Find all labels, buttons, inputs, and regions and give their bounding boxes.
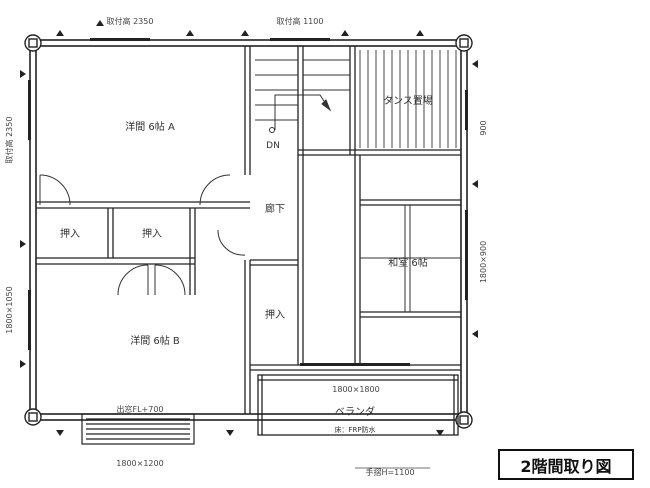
dim-right-upper: 900: [479, 120, 488, 135]
bay-window: [81, 413, 195, 445]
plan-title: 2階間取り図: [520, 456, 612, 476]
dim-top-mid: 取付高 1100: [277, 16, 324, 26]
dim-left-upper: 取付高 2350: [4, 117, 14, 164]
room-label-japanese: 和室 6帖: [388, 256, 428, 269]
room-label-closet-2: 押入: [142, 227, 162, 240]
stairs-dn-label: DN: [266, 141, 280, 151]
dim-top-left: 取付高 2350: [107, 16, 154, 26]
corner-columns: [24, 34, 473, 429]
stairs: [255, 59, 350, 133]
room-label-storage: タンス置場: [383, 94, 433, 107]
window-marks: [28, 38, 468, 366]
veranda: [257, 374, 459, 436]
room-label-western-a: 洋間 6帖 A: [125, 120, 175, 133]
door-swings: [39, 174, 246, 296]
room-label-hallway: 廊下: [265, 202, 285, 215]
dim-bottom-left-note: 出窓FL+700: [116, 404, 163, 414]
dim-left-lower: 1800×1050: [5, 286, 14, 333]
plan-title-box: 2階間取り図: [498, 449, 634, 480]
veranda-floor-note: 床：FRP防水: [334, 425, 375, 434]
dim-bottom-left: 1800×1200: [116, 459, 163, 468]
dim-balcony-window: 1800×1800: [332, 385, 379, 394]
dim-right-lower: 1800×900: [479, 241, 488, 283]
triangle-markers: [20, 20, 478, 436]
japanese-room-fusuma: [360, 205, 461, 312]
storage-hatch: [359, 50, 457, 148]
room-label-veranda: ベランダ: [335, 405, 375, 418]
dim-bottom-right: 手摺H=1100: [365, 467, 414, 477]
room-label-closet-1: 押入: [60, 227, 80, 240]
room-label-closet-3: 押入: [265, 308, 285, 321]
room-label-western-b: 洋間 6帖 B: [130, 334, 180, 347]
